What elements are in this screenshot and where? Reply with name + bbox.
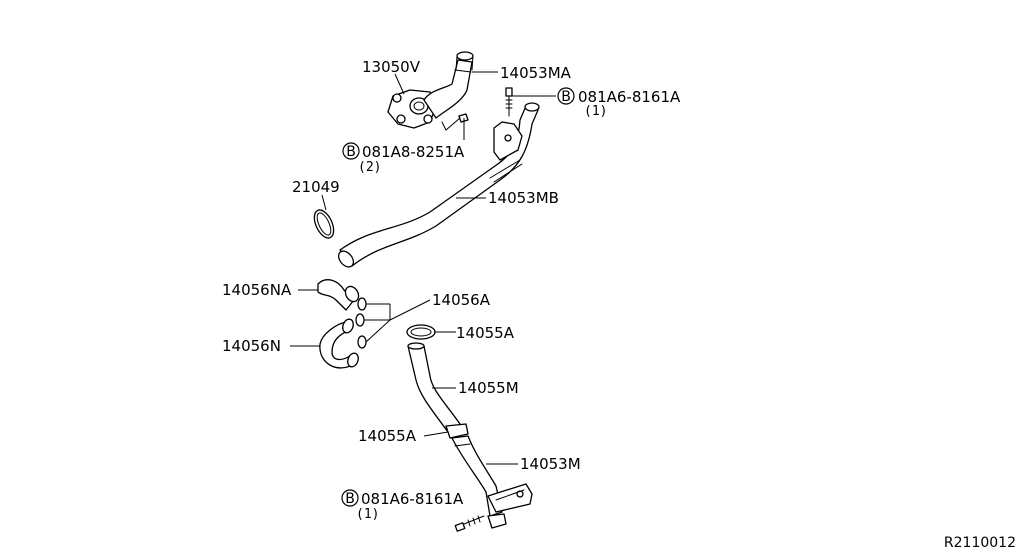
part-14056na-hose [317, 279, 360, 311]
part-14056a-clamps [355, 297, 391, 349]
label-14056n: 14056N [222, 337, 281, 355]
bolt-marker-bottom: B [341, 489, 359, 507]
part-14055a-clamp-top [406, 324, 436, 340]
label-bolt-bottom-qty: (1) [356, 507, 379, 522]
label-bolt-mid-qty: (2) [358, 160, 381, 175]
label-14053m: 14053M [520, 455, 581, 473]
label-14053ma: 14053MA [500, 64, 572, 82]
label-14055a-top: 14055A [456, 324, 515, 342]
bolt-symbol: B [345, 491, 355, 507]
part-14055a-clamp-bottom [445, 423, 469, 439]
bolt-081a6-8161a-bottom-icon [454, 515, 485, 532]
bolt-marker-top: B [557, 87, 575, 105]
label-bolt-top: 081A6-8161A [578, 88, 681, 106]
part-14053mb-pipe [337, 102, 540, 268]
label-14055m: 14055M [458, 379, 519, 397]
part-14053m-pipe [451, 435, 533, 529]
label-14053mb: 14053MB [488, 189, 559, 207]
part-14053ma-pipe [423, 51, 474, 119]
leader-lines [290, 71, 556, 465]
label-14056a: 14056A [432, 291, 491, 309]
part-21049-o-ring [313, 209, 335, 239]
label-14056na: 14056NA [222, 281, 292, 299]
label-14055a-bottom: 14055A [358, 427, 417, 445]
bolt-symbol: B [561, 89, 571, 105]
reference-code: R2110012 [944, 535, 1016, 551]
bolt-symbol: B [346, 144, 356, 160]
bolt-081a6-8161a-top-icon [505, 87, 513, 117]
label-bolt-mid: 081A8-8251A [362, 143, 465, 161]
part-14056n-hose [319, 318, 359, 369]
label-13050v: 13050V [362, 58, 421, 76]
label-21049: 21049 [292, 178, 340, 196]
label-bolt-bottom: 081A6-8161A [361, 490, 464, 508]
label-bolt-top-qty: (1) [584, 104, 607, 119]
bolt-marker-mid: B [342, 142, 360, 160]
